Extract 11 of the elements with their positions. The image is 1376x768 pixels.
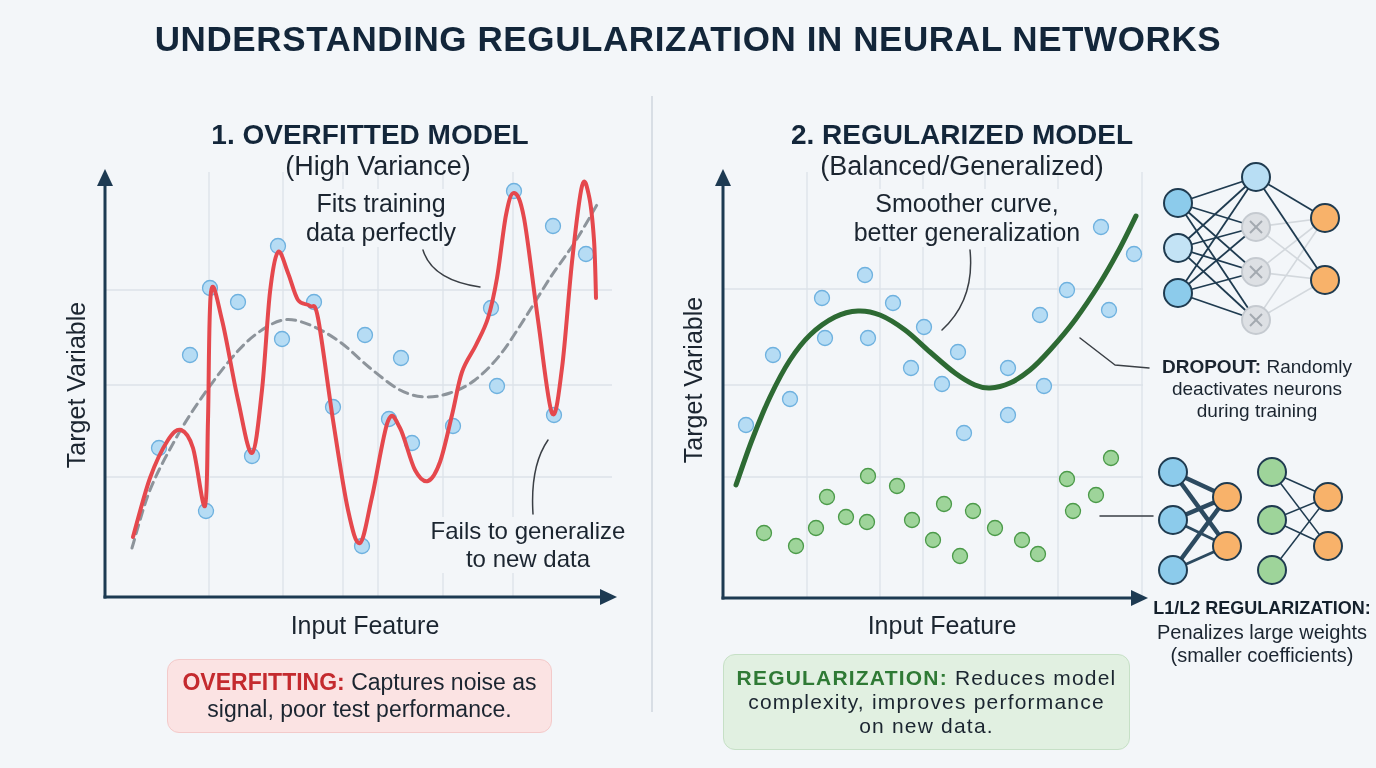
panel-heading: 1. OVERFITTED MODEL <box>211 119 529 151</box>
title: UNDERSTANDING REGULARIZATION IN NEURAL NETWORKS <box>154 19 1222 59</box>
axis-label: Target Variable <box>61 301 91 469</box>
axis-label: Input Feature <box>290 610 440 640</box>
caption-heading: L1/L2 REGULARIZATION: <box>1153 597 1371 619</box>
panel-heading: 2. REGULARIZED MODEL <box>790 119 1134 151</box>
axis-label: Input Feature <box>867 610 1017 640</box>
callout-box: OVERFITTING: Captures noise as signal, poor test performance. <box>167 659 552 733</box>
caption-text: Penalizes large weights (smaller coefficients) <box>1156 621 1368 667</box>
callout-box: REGULARIZATION: Reduces model complexity, improves performance on new data. <box>723 654 1130 750</box>
axis-label: Target Variable <box>678 296 708 464</box>
